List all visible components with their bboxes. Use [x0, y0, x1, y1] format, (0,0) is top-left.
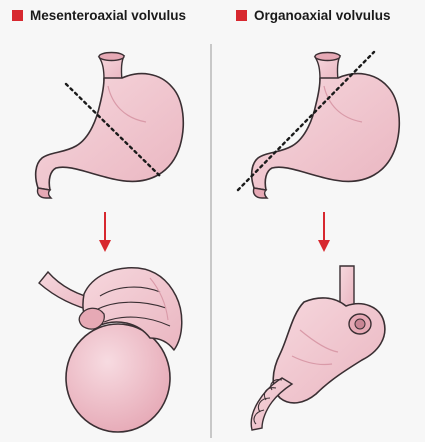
mesenteroaxial-title-text: Mesenteroaxial volvulus	[30, 8, 187, 23]
mesenteroaxial-rotation-axis	[64, 82, 162, 178]
organoaxial-rotated-stomach	[250, 265, 386, 431]
organoaxial-rotation-axis	[236, 50, 376, 192]
down-arrow-icon	[99, 212, 111, 252]
red-square-icon	[12, 10, 23, 21]
organoaxial-title-text: Organoaxial volvulus	[254, 8, 391, 23]
red-square-icon	[236, 10, 247, 21]
mesenteroaxial-rotated-stomach	[38, 267, 183, 433]
organoaxial-title: Organoaxial volvulus	[236, 8, 391, 23]
organoaxial-normal-stomach	[250, 51, 401, 199]
down-arrow-icon	[318, 212, 330, 252]
mesenteroaxial-title: Mesenteroaxial volvulus	[12, 8, 186, 23]
mesenteroaxial-normal-stomach	[34, 51, 185, 199]
